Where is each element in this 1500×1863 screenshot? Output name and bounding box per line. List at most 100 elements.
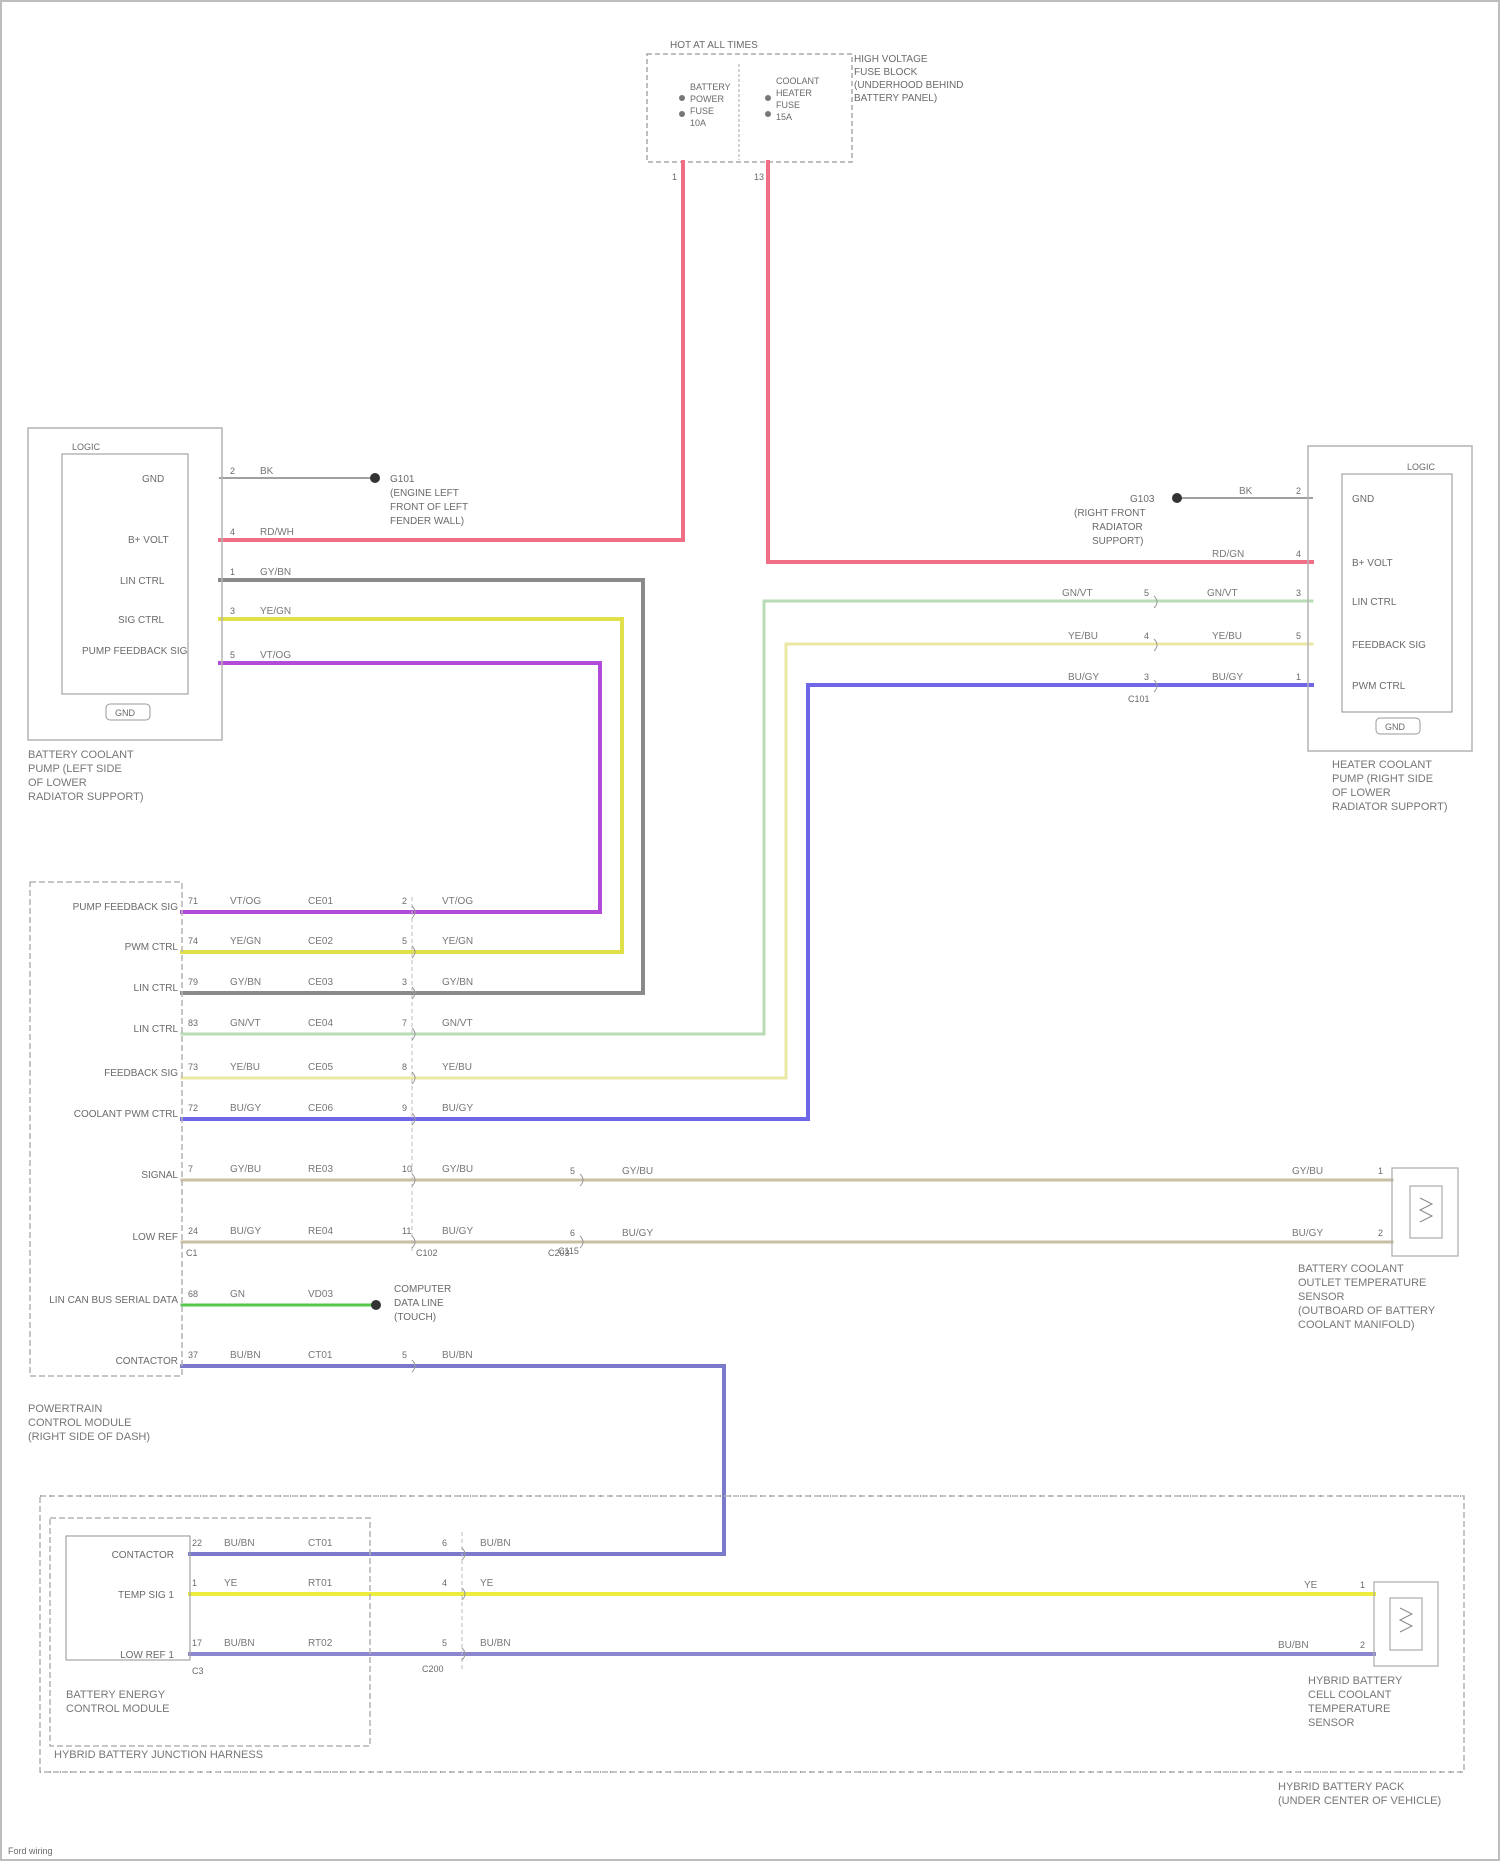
- left-pump-loc-2: PUMP (LEFT SIDE: [28, 763, 122, 775]
- left-pump-gp-3: FRONT OF LEFT: [390, 502, 468, 513]
- fuse-box-loc-3: (UNDERHOOD BEHIND: [854, 80, 963, 91]
- pcm-wire-color: GY/BU: [230, 1164, 261, 1175]
- pcm-pin-label: PUMP FEEDBACK SIG: [73, 902, 179, 913]
- bms-harness-label: HYBRID BATTERY JUNCTION HARNESS: [54, 1749, 263, 1761]
- coolant-sensor-loc-1: BATTERY COOLANT: [1298, 1263, 1404, 1275]
- right-pump-pin-num: 4: [1296, 549, 1301, 559]
- right-pump-gp-4: SUPPORT): [1092, 536, 1144, 547]
- battery-temp-wire: YE: [1304, 1580, 1318, 1591]
- right-pump-loc-2: PUMP (RIGHT SIDE: [1332, 773, 1433, 785]
- bms-mid-pin: 4: [442, 1578, 447, 1588]
- wire-right-pump-feedback: [182, 644, 1312, 1078]
- battery-temp-loc-1: HYBRID BATTERY: [1308, 1675, 1403, 1687]
- pcm-pin-num: 83: [188, 1018, 198, 1028]
- left-pump-pin-label: SIG CTRL: [118, 615, 165, 626]
- battery-temp-pin: 2: [1360, 1640, 1365, 1650]
- left-pump-pin-num: 4: [230, 527, 235, 537]
- right-pump-pin-label: GND: [1352, 494, 1374, 505]
- pcm-pin-num: 71: [188, 896, 198, 906]
- left-pump-wire: BK: [260, 466, 274, 477]
- fuse2-line-3: FUSE: [776, 100, 800, 110]
- data-link-3: (TOUCH): [394, 1312, 436, 1323]
- pcm-wire-color: GN/VT: [230, 1018, 261, 1029]
- pcm-pin-label: LIN CAN BUS SERIAL DATA: [49, 1295, 178, 1306]
- data-line-point: [371, 1300, 381, 1310]
- left-pump-pin-num: 3: [230, 606, 235, 616]
- coolant-sensor-pin: 1: [1378, 1166, 1383, 1176]
- coolant-splice-pin: 6: [570, 1228, 575, 1238]
- coolant-splice-wire: GY/BU: [622, 1166, 653, 1177]
- powertrain-control-module: C102 C1 C203 POWERTRAIN CONTROL MODULE (…: [28, 882, 570, 1443]
- pcm-circuit-id: CE06: [308, 1103, 333, 1114]
- right-pump-pin-num: 3: [1296, 588, 1301, 598]
- left-pump-wire: VT/OG: [260, 650, 291, 661]
- right-pump-loc-4: RADIATOR SUPPORT): [1332, 801, 1448, 813]
- fuse-box-header: HOT AT ALL TIMES: [670, 40, 758, 51]
- right-pump-loc-1: HEATER COOLANT: [1332, 759, 1432, 771]
- coolant-sensor-wire: BU/GY: [1292, 1228, 1323, 1239]
- battery-temp-loc-2: CELL COOLANT: [1308, 1689, 1392, 1701]
- coolant-sensor-loc-3: SENSOR: [1298, 1291, 1345, 1303]
- battery-temp-sensor-outline: [1374, 1582, 1438, 1666]
- wire-left-pump-lin: [182, 580, 643, 993]
- right-pump-wire: RD/GN: [1212, 549, 1244, 560]
- pcm-mid-pin: 8: [402, 1062, 407, 1072]
- battery-temp-pin: 1: [1360, 1580, 1365, 1590]
- right-pump-pin-num: 1: [1296, 672, 1301, 682]
- bms-pin-label: TEMP SIG 1: [118, 1590, 174, 1601]
- left-pump-pin-num: 2: [230, 466, 235, 476]
- pcm-pin-label: COOLANT PWM CTRL: [74, 1109, 179, 1120]
- bms-circuit-id: CT01: [308, 1538, 333, 1549]
- right-pump-gnd-label: GND: [1385, 722, 1406, 732]
- pcm-mid-pin: 5: [402, 1350, 407, 1360]
- fuse2-line-2: HEATER: [776, 88, 812, 98]
- pcm-pin-num: 73: [188, 1062, 198, 1072]
- fuse-box-loc-4: BATTERY PANEL): [854, 93, 937, 104]
- pcm-mid-wire: YE/BU: [442, 1062, 472, 1073]
- pcm-mid-wire: GN/VT: [442, 1018, 473, 1029]
- right-pump-harness-wire: BU/GY: [1068, 672, 1099, 683]
- coolant-splice-wire: BU/GY: [622, 1228, 653, 1239]
- bms-loc-2: CONTROL MODULE: [66, 1703, 170, 1715]
- fuse-box-pin-2: 13: [754, 172, 764, 182]
- right-pump-harness-pin: 3: [1144, 672, 1149, 682]
- pcm-pin-label: LIN CTRL: [134, 983, 179, 994]
- bms-mid-wire: BU/BN: [480, 1538, 511, 1549]
- left-pump-pin-label: GND: [142, 474, 164, 485]
- pcm-pin-num: 74: [188, 936, 198, 946]
- battery-temp-loc-3: TEMPERATURE: [1308, 1703, 1390, 1715]
- bms-pin-label: LOW REF 1: [120, 1650, 174, 1661]
- fuse1-terminal: [679, 95, 685, 101]
- right-pump-gp-1: G103: [1130, 494, 1155, 505]
- bms-pin-num: 1: [192, 1578, 197, 1588]
- bms-mid-wire: YE: [480, 1578, 494, 1589]
- right-pump-wire: BK: [1239, 486, 1253, 497]
- coolant-sensor-loc-4: (OUTBOARD OF BATTERY: [1298, 1305, 1436, 1317]
- pcm-wire-color: BU/GY: [230, 1103, 261, 1114]
- right-pump-harness-wire: YE/BU: [1068, 631, 1098, 642]
- right-pump-wire: BU/GY: [1212, 672, 1243, 683]
- wire-left-pump-feedback: [182, 663, 600, 912]
- right-pump-gp-2: (RIGHT FRONT: [1074, 508, 1145, 519]
- right-pump-pin-label: LIN CTRL: [1352, 597, 1397, 608]
- battery-temp-loc-4: SENSOR: [1308, 1717, 1355, 1729]
- right-pump-logic-box: [1342, 474, 1452, 712]
- bms-mid-pin: 6: [442, 1538, 447, 1548]
- footer-label: Ford wiring: [8, 1846, 53, 1856]
- wire-right-pump-pwm: [182, 685, 1312, 1119]
- fuse-box-loc-2: FUSE BLOCK: [854, 67, 918, 78]
- pcm-circuit-id: CT01: [308, 1350, 333, 1361]
- bms-circuit-id: RT01: [308, 1578, 333, 1589]
- left-pump-pin-label: PUMP FEEDBACK SIG: [82, 646, 188, 657]
- bms-circuit-id: RT02: [308, 1638, 333, 1649]
- pcm-wire-color: BU/GY: [230, 1226, 261, 1237]
- left-pump-loc-4: RADIATOR SUPPORT): [28, 791, 144, 803]
- fuse-box-loc-1: HIGH VOLTAGE: [854, 54, 928, 65]
- pcm-pin-num: 79: [188, 977, 198, 987]
- right-pump-harness-wire: GN/VT: [1062, 588, 1093, 599]
- wire-left-pump-power: [220, 162, 683, 540]
- pcm-pin-num: 37: [188, 1350, 198, 1360]
- left-coolant-pump: LOGIC GND GND B+ VOLT LIN CTRL SIG CTRL …: [28, 428, 468, 803]
